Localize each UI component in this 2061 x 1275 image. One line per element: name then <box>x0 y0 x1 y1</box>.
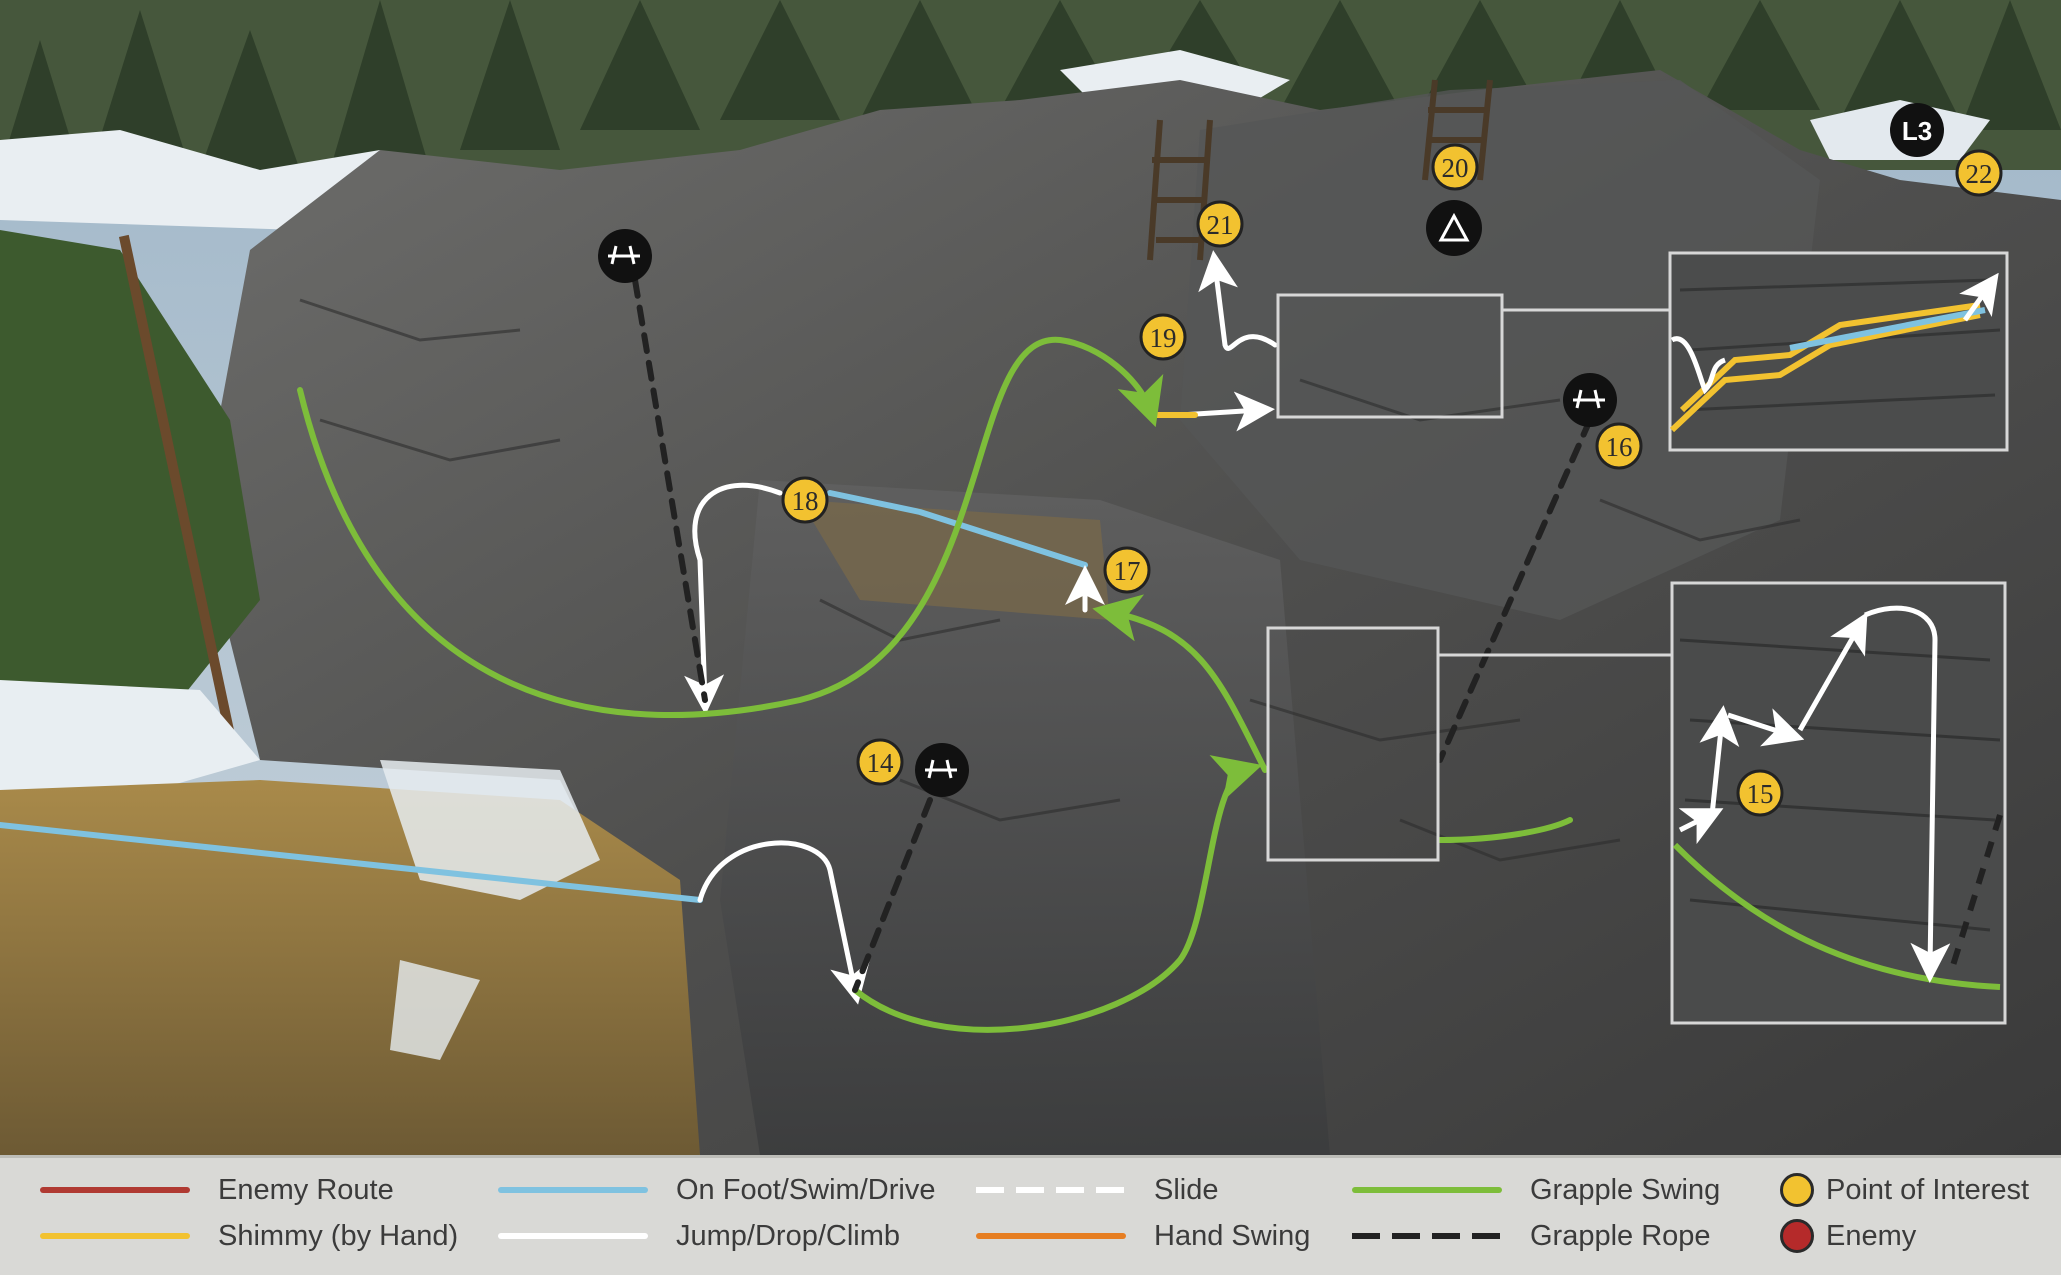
legend-label: Enemy <box>1826 1219 1917 1252</box>
poi-marker-18[interactable]: 18 <box>781 476 829 524</box>
map-legend: Enemy Route Shimmy (by Hand) On Foot/Swi… <box>0 1155 2061 1275</box>
route-grapple-rope <box>1437 417 1593 763</box>
snow-patch <box>380 760 600 900</box>
route-grapple-swing <box>1437 817 1573 843</box>
poi-label: 22 <box>1966 159 1993 189</box>
legend-enemy: Enemy <box>1780 1216 1916 1256</box>
legend-slide: Slide <box>976 1170 1219 1210</box>
route-jump <box>684 482 783 715</box>
triangle-button-icon <box>1426 200 1482 256</box>
legend-poi: Point of Interest <box>1780 1170 2029 1210</box>
on-foot-swatch <box>498 1187 648 1193</box>
legend-label: Enemy Route <box>218 1173 394 1206</box>
poi-label: 17 <box>1114 556 1141 586</box>
route-grapple-rope <box>632 277 708 703</box>
poi-marker-21[interactable]: 21 <box>1196 200 1244 248</box>
legend-label: On Foot/Swim/Drive <box>676 1173 936 1206</box>
poi-marker-19[interactable]: 19 <box>1139 313 1187 361</box>
legend-label: Shimmy (by Hand) <box>218 1219 459 1252</box>
legend-label: Hand Swing <box>1154 1219 1311 1252</box>
legend-grapple-swing: Grapple Swing <box>1352 1170 1720 1210</box>
poi-marker-15[interactable]: 15 <box>1736 769 1784 817</box>
route-on-foot <box>0 822 703 903</box>
legend-enemy-route: Enemy Route <box>40 1170 394 1210</box>
legend-label: Slide <box>1154 1173 1219 1206</box>
jump-swatch <box>498 1233 648 1239</box>
grapple-swing-swatch <box>1352 1187 1502 1193</box>
inset-panel-bottom <box>1670 581 2007 1025</box>
shimmy-swatch <box>40 1233 190 1239</box>
enemy-dot-icon <box>1780 1219 1814 1253</box>
mid-ledge <box>800 500 1110 620</box>
legend-label: Grapple Swing <box>1530 1173 1721 1206</box>
poi-marker-14[interactable]: 14 <box>856 738 904 786</box>
grapple-point-icon <box>1563 373 1617 427</box>
legend-grapple-rope: Grapple Rope <box>1352 1216 1711 1256</box>
tree-line <box>0 0 2061 170</box>
lower-cliff <box>720 480 1330 1155</box>
poi-label: 20 <box>1442 153 1469 183</box>
poi-label: 16 <box>1606 432 1633 462</box>
grapple-point-icon <box>598 229 652 283</box>
snow-ground <box>0 680 260 800</box>
poi-label: 18 <box>792 486 819 516</box>
poi-label: 15 <box>1747 779 1774 809</box>
hand-swing-swatch <box>976 1233 1126 1239</box>
poi-dot-icon <box>1780 1173 1814 1207</box>
l3-button-icon: L3 <box>1890 103 1944 157</box>
scene-illustration: L3 14 15 16 17 18 19 20 21 22 <box>0 0 2061 1155</box>
poi-label: 19 <box>1150 323 1177 353</box>
legend-on-foot: On Foot/Swim/Drive <box>498 1170 935 1210</box>
legend-jump: Jump/Drop/Climb <box>498 1216 900 1256</box>
grapple-point-icon <box>915 743 969 797</box>
slide-swatch <box>976 1187 1126 1193</box>
legend-label: Grapple Rope <box>1530 1219 1711 1252</box>
enemy-route-swatch <box>40 1187 190 1193</box>
route-on-foot <box>827 490 1088 568</box>
inset-panel-top <box>1668 251 2009 452</box>
poi-marker-17[interactable]: 17 <box>1103 546 1151 594</box>
l3-label: L3 <box>1902 116 1932 146</box>
legend-label: Jump/Drop/Climb <box>676 1219 900 1252</box>
legend-hand-swing: Hand Swing <box>976 1216 1310 1256</box>
poi-marker-16[interactable]: 16 <box>1595 422 1643 470</box>
route-jump <box>697 840 870 1005</box>
poi-marker-22[interactable]: 22 <box>1955 149 2003 197</box>
legend-shimmy: Shimmy (by Hand) <box>40 1216 458 1256</box>
ladder <box>1147 79 1493 261</box>
legend-label: Point of Interest <box>1826 1173 2030 1206</box>
upper-cliff <box>1180 80 1820 620</box>
poi-label: 21 <box>1207 210 1234 240</box>
route-grapple-rope <box>852 797 933 993</box>
inset-source-frame-15 <box>1266 626 1440 862</box>
poi-marker-20[interactable]: 20 <box>1431 143 1479 191</box>
grapple-rope-swatch <box>1352 1233 1502 1239</box>
snow-patch <box>390 960 480 1060</box>
poi-label: 14 <box>867 748 895 778</box>
route-grapple-swing <box>1092 594 1268 773</box>
route-grapple-swing <box>852 755 1263 1033</box>
route-jump <box>1198 250 1278 351</box>
inset-source-frame-19 <box>1276 293 1504 419</box>
pine-trees-left <box>0 230 260 766</box>
route-grapple-swing <box>297 336 1164 718</box>
